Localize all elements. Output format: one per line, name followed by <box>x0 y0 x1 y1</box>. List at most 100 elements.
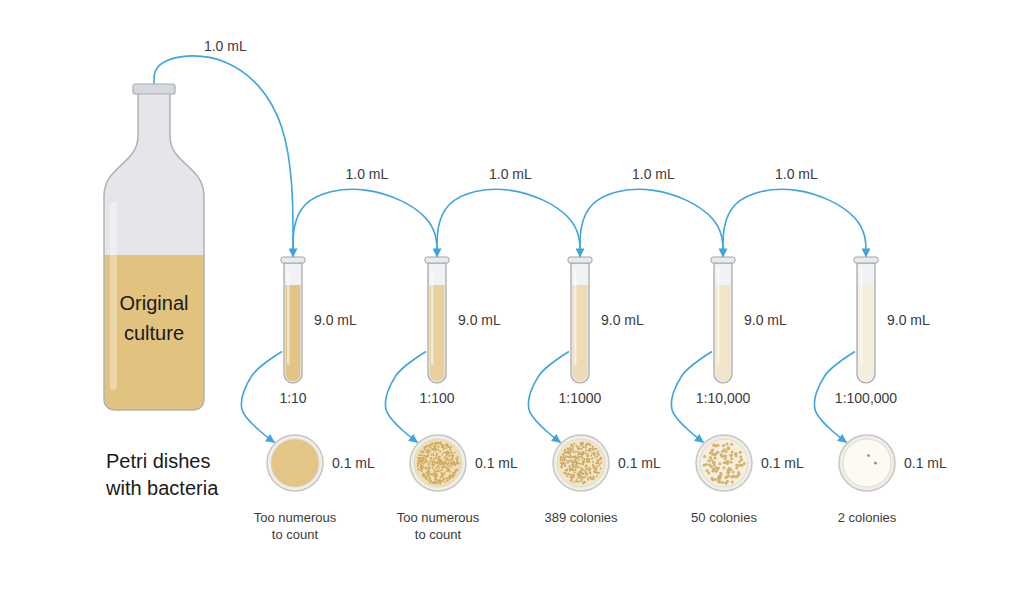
bacterial-colony <box>431 444 433 446</box>
bacterial-colony <box>450 446 452 448</box>
bacterial-colony <box>449 475 451 477</box>
bacterial-colony <box>423 463 425 465</box>
bacterial-colony <box>444 481 446 483</box>
bacterial-colony <box>600 468 602 470</box>
dilution-tube: 9.0 mL1:10,000 <box>712 257 734 383</box>
bacterial-colony <box>436 462 438 464</box>
bacterial-colony <box>576 446 578 448</box>
bacterial-colony <box>593 467 595 469</box>
bacterial-colony <box>717 467 720 470</box>
tube-liquid <box>430 285 445 382</box>
bacterial-colony <box>592 449 594 451</box>
bacterial-colony <box>582 463 584 465</box>
bacterial-colony <box>427 454 429 456</box>
bacterial-colony <box>440 462 442 464</box>
bacterial-colony <box>444 461 446 463</box>
bacterial-colony <box>730 475 733 478</box>
bacterial-colony <box>437 446 439 448</box>
bacterial-colony <box>429 479 431 481</box>
bacterial-colony <box>451 462 453 464</box>
bacterial-colony <box>433 481 435 483</box>
bacterial-colony <box>428 472 430 474</box>
bacterial-colony <box>573 456 575 458</box>
bacterial-colony <box>579 463 581 465</box>
bacterial-colony <box>568 456 570 458</box>
bacterial-colony <box>424 447 426 449</box>
bacterial-colony <box>723 448 726 451</box>
bacterial-colony <box>448 455 450 457</box>
bacterial-colony <box>417 466 419 468</box>
bacterial-colony <box>591 452 593 454</box>
bacterial-colony <box>582 457 584 459</box>
bacterial-colony <box>439 462 441 464</box>
bacterial-colony <box>455 469 457 471</box>
bacterial-colony <box>562 463 564 465</box>
bacterial-colony <box>580 453 582 455</box>
bacterial-colony <box>726 462 729 465</box>
bacterial-colony <box>446 447 448 449</box>
bacterial-colony <box>572 466 574 468</box>
bacterial-colony <box>726 460 729 463</box>
bacterial-colony <box>561 456 563 458</box>
bacterial-colony <box>592 465 594 467</box>
bacterial-colony <box>427 452 429 454</box>
bacterial-colony <box>570 468 572 470</box>
bacterial-colony <box>711 449 714 452</box>
bacterial-colony <box>451 452 453 454</box>
bacterial-colony <box>447 445 449 447</box>
bacterial-colony <box>580 476 582 478</box>
bacterial-colony <box>436 453 438 455</box>
bacterial-colony <box>457 461 459 463</box>
bacterial-colony <box>574 459 576 461</box>
bacterial-colony <box>586 443 588 445</box>
bacterial-colony <box>572 464 574 466</box>
bacterial-colony <box>586 458 588 460</box>
bacterial-colony <box>596 456 598 458</box>
bacterial-colony <box>444 460 446 462</box>
bottle-outline <box>102 84 206 412</box>
bacterial-colony <box>587 456 589 458</box>
bacterial-colony <box>448 467 450 469</box>
bacterial-colony <box>588 448 590 450</box>
bacterial-colony <box>735 454 738 457</box>
bacterial-colony <box>569 474 571 476</box>
bacterial-colony <box>434 443 436 445</box>
bacterial-colony <box>577 477 579 479</box>
bacterial-colony <box>432 453 434 455</box>
bacterial-colony <box>427 474 429 476</box>
bacterial-colony <box>452 455 454 457</box>
bacterial-colony <box>434 482 436 484</box>
bacterial-colony <box>423 450 425 452</box>
bacterial-colony <box>588 469 590 471</box>
bacterial-colony <box>421 465 423 467</box>
bacterial-colony <box>585 468 587 470</box>
bacterial-colony <box>433 445 435 447</box>
bacterial-colony <box>571 464 573 466</box>
bacterial-colony <box>718 462 721 465</box>
bottle-outline <box>104 93 204 410</box>
bacterial-colony <box>446 451 448 453</box>
bacterial-colony <box>426 450 428 452</box>
bacterial-colony <box>582 473 584 475</box>
bacterial-colony <box>447 463 449 465</box>
bacterial-colony <box>577 474 579 476</box>
bacterial-colony <box>575 464 577 466</box>
colony-count: 389 colonies <box>535 510 627 527</box>
bacterial-colony <box>442 445 444 447</box>
bacterial-colony <box>418 457 420 459</box>
bacterial-colony <box>421 468 423 470</box>
bacterial-colony <box>428 449 430 451</box>
bacterial-colony <box>424 475 426 477</box>
bacterial-colony <box>443 478 445 480</box>
text-slot: 9.0 mL <box>314 312 357 328</box>
bacterial-colony <box>592 478 594 480</box>
dilution-ratio: 1:100,000 <box>835 390 897 406</box>
bacterial-colony <box>714 478 717 481</box>
bacterial-colony <box>569 459 571 461</box>
bacterial-colony <box>588 443 590 445</box>
bacterial-colony <box>440 475 442 477</box>
bacterial-colony <box>582 451 584 453</box>
bacterial-colony <box>579 452 581 454</box>
bacterial-colony <box>430 454 432 456</box>
